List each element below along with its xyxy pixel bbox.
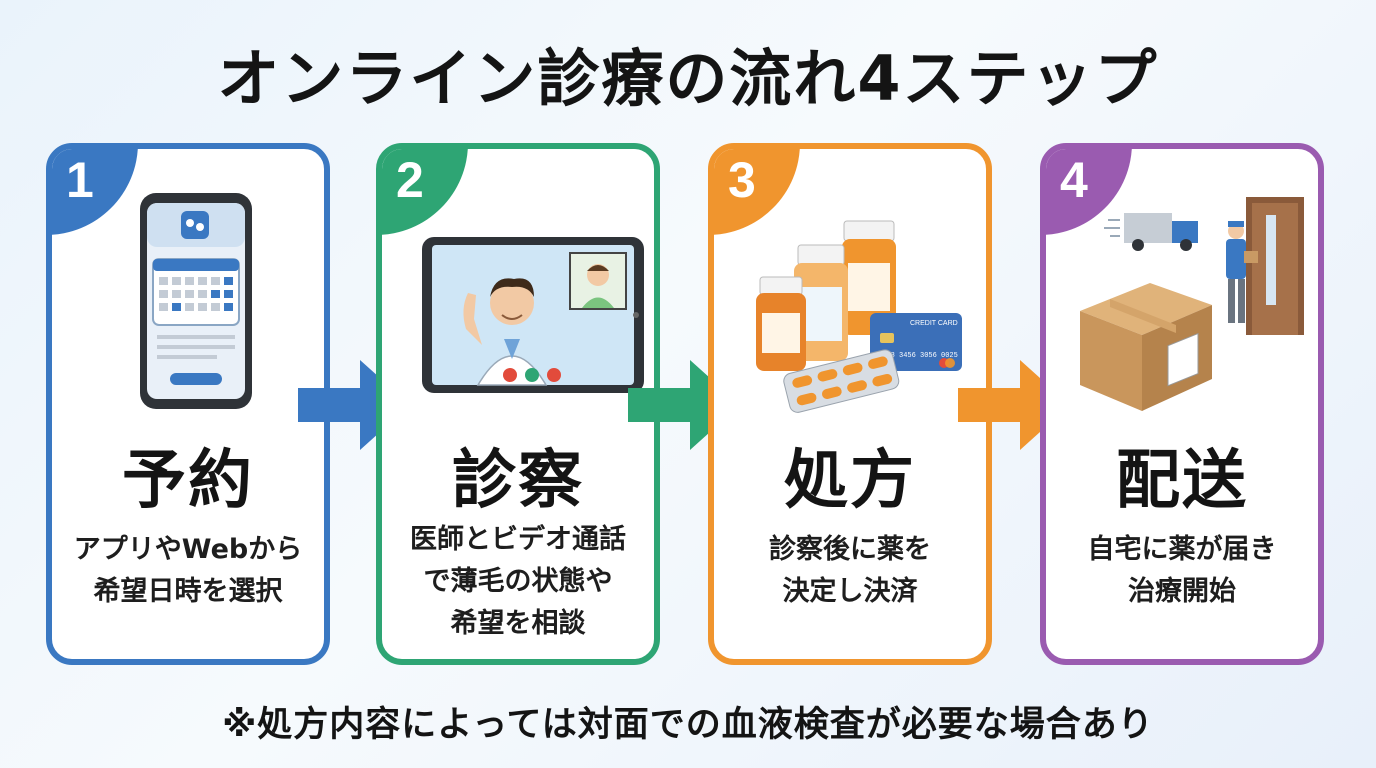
card-label: CREDIT CARD: [910, 320, 958, 327]
step-title-2: 診察: [452, 444, 584, 518]
step-number-2: 2: [396, 152, 424, 208]
step-card-3: 3 CREDIT CARD 3528 3456 3056 0025 処方 診察後…: [708, 143, 992, 665]
step-card-4: 4 配送 自宅に薬が届き 治療開始: [1040, 143, 1324, 665]
step-description-3: 診察後に薬を 決定し決済: [769, 534, 931, 607]
step-title-3: 処方: [784, 444, 916, 518]
footnote: ※処方内容によっては対面での血液検査が必要な場合あり: [222, 705, 1154, 745]
card-number: 3528 3456 3056 0025: [878, 352, 958, 360]
step-number-3: 3: [728, 152, 756, 208]
step-card-1: 1 予約 アプリやWebから 希望日時を選択: [46, 143, 330, 665]
step-card-2: 2 診察 医師とビデオ通話 で薄毛の状態や 希望を相談: [376, 143, 660, 665]
medicine-credit-card-icon: CREDIT CARD 3528 3456 3056 0025: [756, 220, 962, 413]
step-number-4: 4: [1060, 152, 1088, 208]
step-title-4: 配送: [1116, 444, 1248, 518]
step-badge-1: 1: [52, 149, 138, 235]
step-number-1: 1: [66, 152, 94, 208]
step-description-4: 自宅に薬が届き 治療開始: [1087, 534, 1277, 607]
smartphone-calendar-icon: [140, 193, 252, 409]
step-description-2: 医師とビデオ通話 で薄毛の状態や 希望を相談: [410, 524, 626, 639]
delivery-box-icon: [1080, 197, 1304, 411]
step-title-1: 予約: [122, 444, 254, 518]
tablet-video-call-icon: [422, 237, 644, 393]
page-title: オンライン診療の流れ4ステップ: [217, 42, 1159, 115]
step-description-1: アプリやWebから 希望日時を選択: [73, 534, 303, 607]
